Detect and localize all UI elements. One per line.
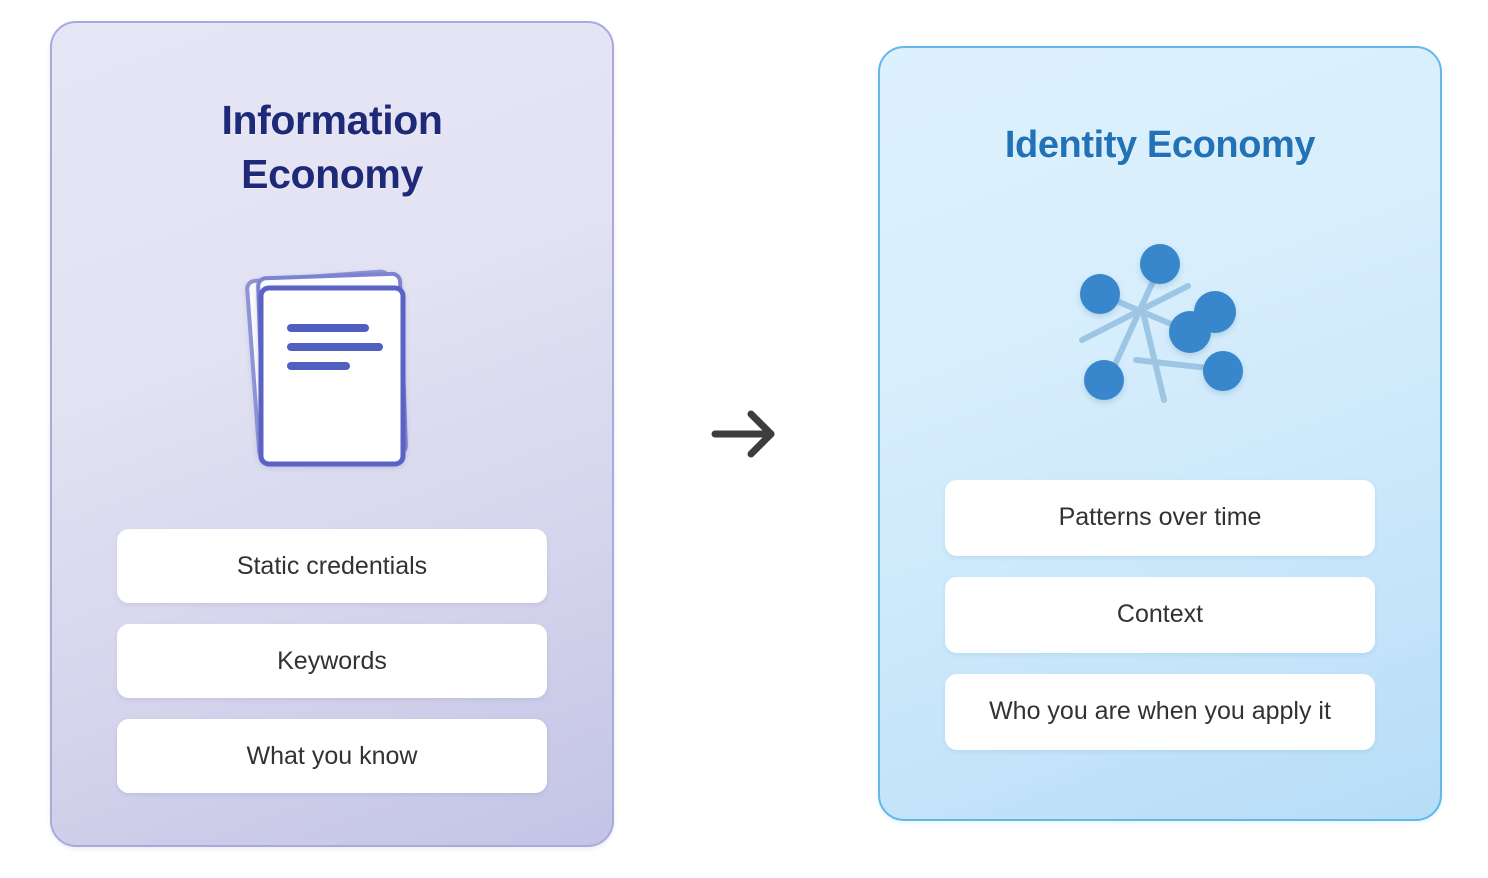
- card-title-information-economy: Information Economy: [221, 97, 443, 197]
- card-title-identity-economy: Identity Economy: [1004, 124, 1316, 166]
- feature-list-information-economy: Static credentials Keywords What you kno…: [52, 529, 612, 794]
- list-item[interactable]: What you know: [117, 719, 547, 794]
- network-nodes-icon: [1050, 226, 1270, 416]
- stacked-documents-icon: [212, 257, 452, 477]
- list-item[interactable]: Who you are when you apply it: [945, 673, 1375, 750]
- list-item[interactable]: Static credentials: [117, 529, 547, 604]
- list-item[interactable]: Context: [945, 576, 1375, 653]
- feature-list-identity-economy: Patterns over time Context Who you are w…: [880, 479, 1440, 750]
- card-information-economy: Information Economy: [50, 21, 614, 847]
- list-item[interactable]: Patterns over time: [945, 479, 1375, 556]
- list-item[interactable]: Keywords: [117, 624, 547, 699]
- arrow-right-icon: [702, 398, 790, 470]
- card-identity-economy: Identity Economy: [878, 46, 1442, 821]
